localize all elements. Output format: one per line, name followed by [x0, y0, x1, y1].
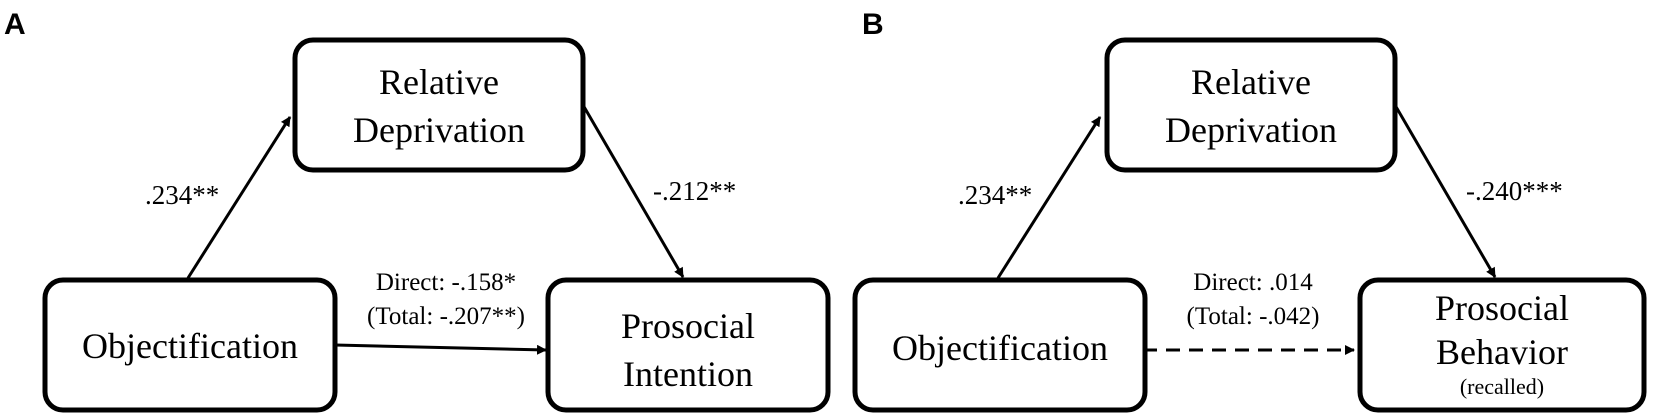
mediator-label-line1: Relative: [379, 62, 499, 102]
outcome-label-line2: Intention: [623, 354, 753, 394]
mediator-label-line2: Deprivation: [1165, 110, 1337, 150]
path-b-arrow: [1393, 104, 1497, 278]
outcome-label-line1: Prosocial: [621, 306, 755, 346]
mediator-box: Relative Deprivation: [292, 37, 586, 173]
mediator-label-line2: Deprivation: [353, 110, 525, 150]
outcome-box: Prosocial Intention: [545, 277, 831, 413]
predictor-label: Objectification: [82, 326, 298, 366]
outcome-note: (recalled): [1460, 374, 1544, 399]
predictor-box: Objectification: [42, 277, 338, 413]
direct-effect-label: Direct: .014: [1193, 269, 1313, 296]
predictor-label: Objectification: [892, 328, 1108, 368]
path-b-coefficient: -.240***: [1466, 176, 1563, 206]
path-a-arrow: [186, 116, 292, 279]
path-a-coefficient: .234**: [145, 180, 219, 210]
direct-effect-label: Direct: -.158*: [376, 269, 516, 296]
path-a-arrow: [996, 116, 1102, 279]
direct-path-arrow: [334, 343, 547, 355]
panel-a: A Relative Deprivation Objectification P…: [4, 8, 831, 413]
outcome-box: Prosocial Behavior (recalled): [1357, 277, 1647, 413]
outcome-label-line1: Prosocial: [1435, 288, 1569, 328]
mediator-box: Relative Deprivation: [1104, 37, 1398, 173]
total-effect-label: (Total: -.207**): [367, 303, 525, 330]
path-b-coefficient: -.212**: [653, 176, 736, 206]
outcome-label-line2: Behavior: [1436, 332, 1568, 372]
total-effect-label: (Total: -.042): [1187, 303, 1320, 330]
path-a-coefficient: .234**: [958, 180, 1032, 210]
mediator-label-line1: Relative: [1191, 62, 1311, 102]
panel-a-label: A: [4, 8, 26, 41]
predictor-box: Objectification: [852, 277, 1148, 413]
panel-b-label: B: [862, 8, 884, 41]
path-b-arrow: [581, 104, 685, 278]
panel-b: B Relative Deprivation Objectification P…: [852, 8, 1647, 413]
